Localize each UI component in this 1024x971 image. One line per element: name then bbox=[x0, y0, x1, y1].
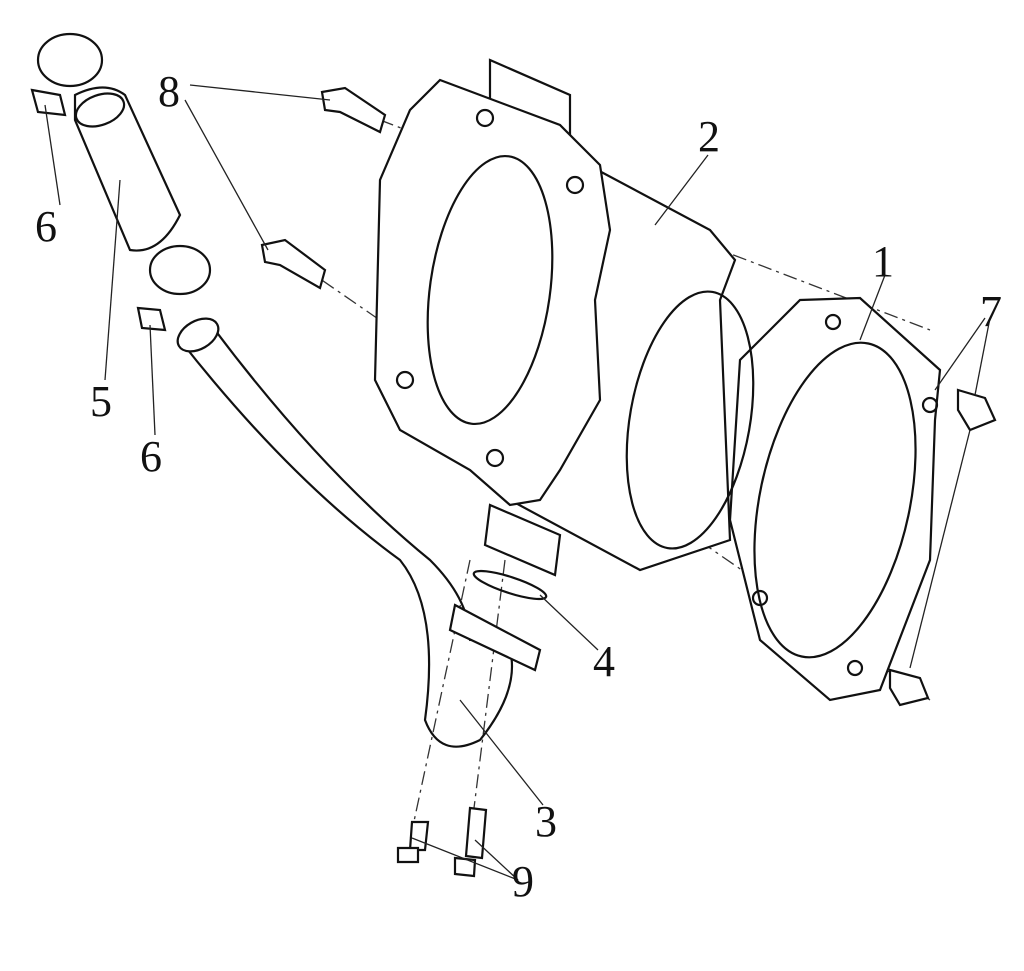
callout-6-top: 6 bbox=[35, 202, 57, 251]
dowel-pins bbox=[888, 388, 997, 707]
callout-6-bottom: 6 bbox=[140, 432, 162, 481]
callout-3: 3 bbox=[535, 797, 557, 846]
leader-lines bbox=[44, 84, 991, 881]
callout-5: 5 bbox=[90, 377, 112, 426]
callout-9: 9 bbox=[512, 857, 534, 906]
callout-4: 4 bbox=[593, 637, 615, 686]
callout-8: 8 bbox=[158, 67, 180, 116]
callout-2: 2 bbox=[698, 112, 720, 161]
cylinder-block bbox=[373, 58, 755, 577]
callout-7: 7 bbox=[980, 287, 1002, 336]
upper-bolts bbox=[260, 86, 387, 290]
lower-bolts bbox=[396, 806, 488, 878]
base-gasket bbox=[728, 296, 942, 702]
callout-1: 1 bbox=[872, 237, 894, 286]
hose-and-clamps bbox=[30, 32, 212, 332]
water-pipe bbox=[176, 317, 548, 748]
